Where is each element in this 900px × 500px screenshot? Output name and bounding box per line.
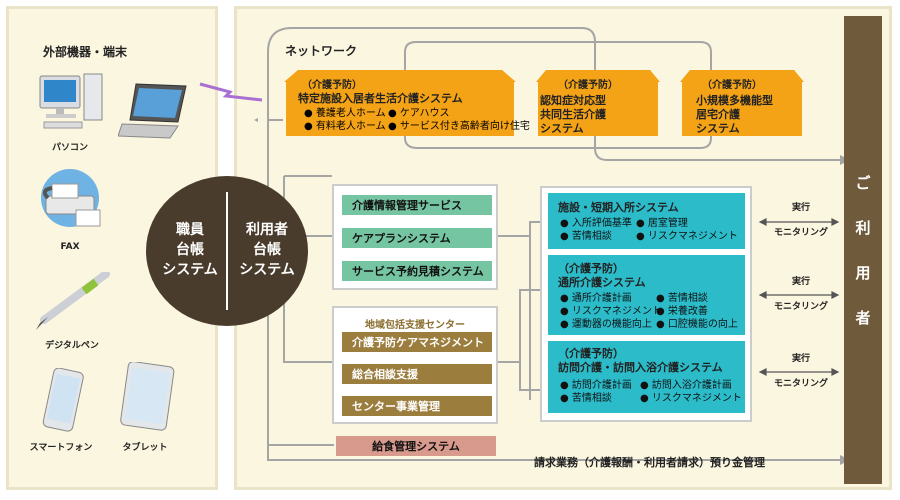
user-bar: ご 利 用 者 — [844, 16, 882, 484]
pc-label: パソコン — [51, 143, 88, 153]
orange-title-2a: 認知症対応型 — [540, 94, 606, 107]
digital-pen-icon — [36, 272, 110, 330]
staff-ledger-label: 職員 台帳 システム — [154, 220, 226, 280]
user-bar-char-2: 利 — [855, 219, 871, 237]
care-info-management: 介護情報管理サービス — [342, 195, 492, 215]
teal-bullet-1c: ● 苦情相談 — [560, 231, 612, 242]
orange-bullet-1d: ● サービス付き高齢者向け住宅 — [388, 121, 530, 132]
monitoring-text-1: モニタリング — [773, 228, 828, 238]
roof — [536, 70, 660, 82]
general-consultation: 総合相談支援 — [342, 364, 492, 384]
smartphone-icon — [42, 368, 84, 432]
orange-prefix-1: （介護予防） — [302, 80, 362, 91]
orange-bullet-1a: ● 養護老人ホーム — [304, 108, 386, 119]
small-multifunction-system: （介護予防） 小規模多機能型 居宅介護 システム — [680, 70, 804, 136]
smartphone-label: スマートフォン — [29, 443, 93, 453]
orange-bullet-1b: ● ケアハウス — [388, 108, 450, 119]
fax-icon — [41, 169, 101, 227]
orange-prefix-3: （介護予防） — [702, 80, 762, 91]
teal-title-3a: （介護予防） — [558, 347, 624, 360]
monitoring-execute-3: 実行 — [791, 354, 810, 364]
tablet-icon — [120, 362, 175, 431]
community-support-center: 地域包括支援センター 介護予防ケアマネジメント 総合相談支援 センター事業管理 — [332, 306, 498, 424]
specified-facility-system: （介護予防） 特定施設入居者生活介護システム ● 養護老人ホーム ● ケアハウス… — [284, 70, 530, 136]
teal-title-2a: （介護予防） — [558, 262, 624, 275]
ledger-divider — [226, 192, 228, 310]
monitoring-text-3: モニタリング — [773, 379, 828, 389]
teal-title-2b: 通所介護システム — [558, 276, 646, 289]
meal-management-system: 給食管理システム — [336, 436, 496, 456]
day-care-system: （介護予防） 通所介護システム ● 通所介護計画 ● 苦情相談 ● リスクマネジ… — [548, 255, 745, 335]
staff-ledger-line3: システム — [162, 262, 218, 278]
teal-bullet-1b: ● 居室管理 — [636, 218, 688, 229]
teal-bullet-2f: ● 口腔機能の向上 — [656, 319, 738, 330]
laptop-icon — [118, 83, 187, 139]
tablet-label: タブレット — [122, 443, 168, 453]
fax-label: FAX — [60, 242, 80, 252]
user-ledger-line3: システム — [239, 262, 295, 278]
teal-bullet-2e: ● 運動器の機能向上 — [560, 319, 652, 330]
monitoring-label-1: 実行 モニタリング — [768, 202, 834, 240]
monitoring-label-2: 実行 モニタリング — [768, 276, 834, 314]
network-label: ネットワーク — [285, 44, 358, 58]
user-ledger-label: 利用者 台帳 システム — [230, 220, 304, 280]
teal-bullet-3b: ● 訪問入浴介護計画 — [640, 380, 732, 391]
monitoring-label-3: 実行 モニタリング — [768, 353, 834, 391]
teal-bullet-2d: ● 栄養改善 — [656, 306, 708, 317]
roof — [284, 70, 516, 82]
orange-title-3a: 小規模多機能型 — [696, 94, 773, 107]
orange-title-3c: システム — [696, 122, 740, 135]
preventive-care-management: 介護予防ケアマネジメント — [342, 332, 492, 352]
roof — [680, 70, 804, 82]
teal-title-1: 施設・短期入所システム — [558, 201, 679, 214]
orange-prefix-2: （介護予防） — [558, 80, 618, 91]
teal-bullet-2a: ● 通所介護計画 — [560, 293, 632, 304]
teal-bullet-1a: ● 入所評価基準 — [560, 218, 632, 229]
orange-title-2b: 共同生活介護 — [540, 108, 606, 121]
devices-panel-title: 外部機器・端末 — [43, 45, 128, 59]
staff-ledger-line1: 職員 — [176, 222, 204, 238]
ledger-circle: 職員 台帳 システム 利用者 台帳 システム — [146, 176, 308, 326]
center-title: 地域包括支援センター — [365, 320, 465, 331]
care-services-group: 介護情報管理サービス ケアプランシステム サービス予約見積システム — [332, 184, 498, 290]
user-bar-char-1: ご — [855, 174, 871, 192]
orange-bullet-1c: ● 有料老人ホーム — [304, 121, 386, 132]
teal-bullet-3a: ● 訪問介護計画 — [560, 380, 632, 391]
user-bar-char-3: 用 — [855, 264, 871, 282]
billing-label: 請求業務（介護報酬・利用者請求）預り金管理 — [534, 456, 765, 469]
teal-title-3b: 訪問介護・訪問入浴介護システム — [558, 361, 723, 374]
staff-ledger-line2: 台帳 — [176, 242, 204, 258]
center-business-management: センター事業管理 — [342, 396, 492, 416]
body — [682, 80, 802, 136]
teal-bullet-3d: ● リスクマネジメント — [640, 393, 742, 404]
body — [286, 80, 514, 136]
body — [538, 80, 658, 136]
user-bar-char-4: 者 — [855, 309, 871, 327]
facility-short-stay-system: 施設・短期入所システム ● 入所評価基準 ● 居室管理 ● 苦情相談 ● リスク… — [548, 193, 745, 249]
orange-title-1: 特定施設入居者生活介護システム — [298, 92, 463, 105]
service-reservation-system: サービス予約見積システム — [342, 261, 492, 281]
monitoring-execute-1: 実行 — [791, 203, 810, 213]
monitoring-text-2: モニタリング — [773, 302, 828, 312]
pc-icon — [39, 73, 103, 129]
dementia-group-home-system: （介護予防） 認知症対応型 共同生活介護 システム — [536, 70, 660, 136]
user-ledger-line1: 利用者 — [246, 222, 288, 238]
teal-bullet-3c: ● 苦情相談 — [560, 393, 612, 404]
user-ledger-line2: 台帳 — [253, 242, 281, 258]
orange-title-3b: 居宅介護 — [696, 108, 740, 121]
pen-label: デジタルペン — [45, 341, 99, 351]
orange-title-2c: システム — [540, 122, 584, 135]
teal-bullet-1d: ● リスクマネジメント — [636, 231, 738, 242]
teal-bullet-2b: ● 苦情相談 — [656, 293, 708, 304]
monitoring-execute-2: 実行 — [791, 277, 810, 287]
home-visit-bathing-system: （介護予防） 訪問介護・訪問入浴介護システム ● 訪問介護計画 ● 訪問入浴介護… — [548, 341, 745, 413]
care-plan-system: ケアプランシステム — [342, 228, 492, 248]
teal-bullet-2c: ● リスクマネジメント — [560, 306, 662, 317]
